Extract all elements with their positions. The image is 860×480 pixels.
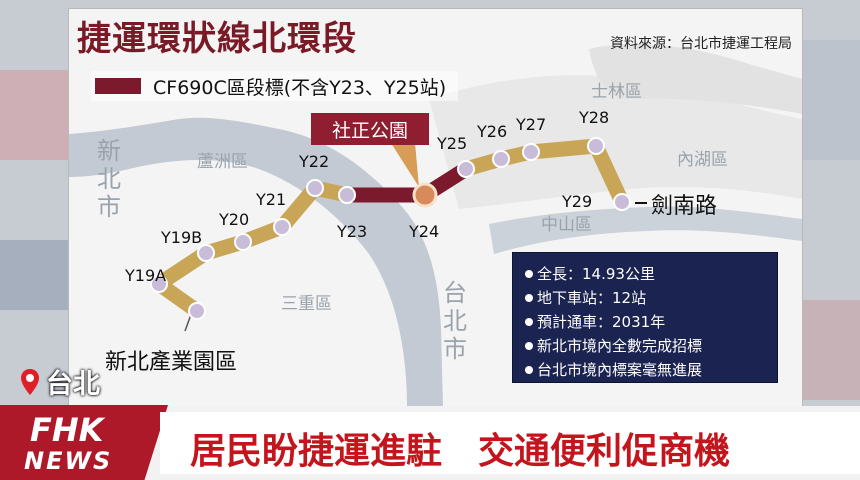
- district-taibei-char: 市: [443, 335, 467, 363]
- station-dot-y25: [457, 160, 475, 178]
- logo-line2: NEWS: [24, 447, 113, 475]
- station-label-y29: Y29: [561, 192, 592, 211]
- station-logo: FHK NEWS: [0, 405, 168, 480]
- location-tag: 台北: [20, 362, 100, 401]
- map-source: 資料來源：台北市捷運工程局: [610, 36, 792, 52]
- station-dot-west-end: [188, 302, 206, 320]
- headline-box: 居民盼捷運進駐 交通便利促商機: [160, 412, 860, 474]
- bullet-icon: [525, 294, 533, 302]
- station-dot-y19b: [197, 244, 215, 262]
- land-hill: [589, 44, 802, 114]
- info-text: 新北市境內全數完成招標: [537, 337, 703, 355]
- station-label-y19a: Y19A: [124, 266, 166, 285]
- info-text: 全長：14.93公里: [537, 265, 655, 283]
- headline-text: 居民盼捷運進駐 交通便利促商機: [190, 431, 731, 472]
- map-title: 捷運環狀線北環段: [77, 19, 357, 59]
- bullet-icon: [525, 342, 533, 350]
- station-label-y25: Y25: [436, 134, 467, 153]
- station-dot-y23: [338, 186, 356, 204]
- station-label-y27: Y27: [515, 115, 546, 134]
- legend-label: CF690C區段標(不含Y23、Y25站): [153, 76, 447, 99]
- station-label-y22: Y22: [298, 152, 329, 171]
- station-dot-y29: [613, 193, 631, 211]
- district-zhongshan: 中山區: [541, 215, 592, 235]
- info-row-taipei: 台北市境內標案毫無進展: [525, 358, 777, 382]
- station-label-y21: Y21: [255, 190, 286, 209]
- station-label-y19b: Y19B: [160, 228, 202, 247]
- district-taibei-vertical: 台北市: [443, 279, 467, 363]
- location-text: 台北: [46, 369, 100, 400]
- station-label-y26: Y26: [476, 122, 507, 141]
- station-dot-y26: [492, 150, 510, 168]
- callout-box: [311, 113, 429, 145]
- station-dot-y21: [273, 218, 291, 236]
- district-xinbei-char: 新: [97, 137, 121, 165]
- river-branch: [489, 206, 802, 254]
- callout-label: 社正公園: [332, 120, 408, 142]
- info-box: 全長：14.93公里 地下車站：12站 預計通車：2031年 新北市境內全數完成…: [512, 252, 778, 383]
- info-text: 預計通車：2031年: [537, 313, 666, 331]
- info-row-length: 全長：14.93公里: [525, 262, 777, 286]
- station-label-y24: Y24: [408, 222, 439, 241]
- station-dot-y24: [412, 182, 438, 208]
- map-legend: CF690C區段標(不含Y23、Y25站): [91, 71, 459, 101]
- station-dot-y28: [587, 137, 605, 155]
- bullet-icon: [525, 270, 533, 278]
- station-dot-y22: [306, 179, 324, 197]
- district-luzhou: 蘆洲區: [197, 152, 248, 172]
- district-taibei-char: 台: [443, 279, 467, 307]
- district-taibei-char: 北: [443, 307, 467, 335]
- station-dot-y19a: [150, 275, 168, 293]
- info-row-opening: 預計通車：2031年: [525, 310, 777, 334]
- legend-swatch: [95, 78, 141, 94]
- district-xinbei-vertical: 新北市: [97, 137, 121, 221]
- callout-pointer: [391, 143, 419, 187]
- endpoint-west-label: 新北產業園區: [105, 350, 237, 375]
- logo-line1: FHK: [30, 411, 104, 449]
- land-north: [429, 75, 802, 209]
- station-label-y23: Y23: [336, 222, 367, 241]
- station-dot-y20: [234, 233, 252, 251]
- district-xinbei-char: 北: [97, 165, 121, 193]
- info-text: 地下車站：12站: [537, 289, 647, 307]
- location-pin-icon: [21, 368, 39, 395]
- endpoint-east-label: 劍南路: [651, 194, 717, 219]
- district-neihu: 內湖區: [677, 150, 728, 170]
- bullet-icon: [525, 366, 533, 374]
- station-label-y20: Y20: [218, 210, 249, 229]
- info-text: 台北市境內標案毫無進展: [537, 361, 703, 379]
- info-row-stations: 地下車站：12站: [525, 286, 777, 310]
- station-label-y28: Y28: [578, 108, 609, 127]
- district-sanchong: 三重區: [281, 294, 332, 314]
- station-dot-y27: [522, 143, 540, 161]
- district-xinbei-char: 市: [97, 193, 121, 221]
- bullet-icon: [525, 318, 533, 326]
- district-shilin: 士林區: [591, 82, 642, 102]
- info-row-newtaipei: 新北市境內全數完成招標: [525, 334, 777, 358]
